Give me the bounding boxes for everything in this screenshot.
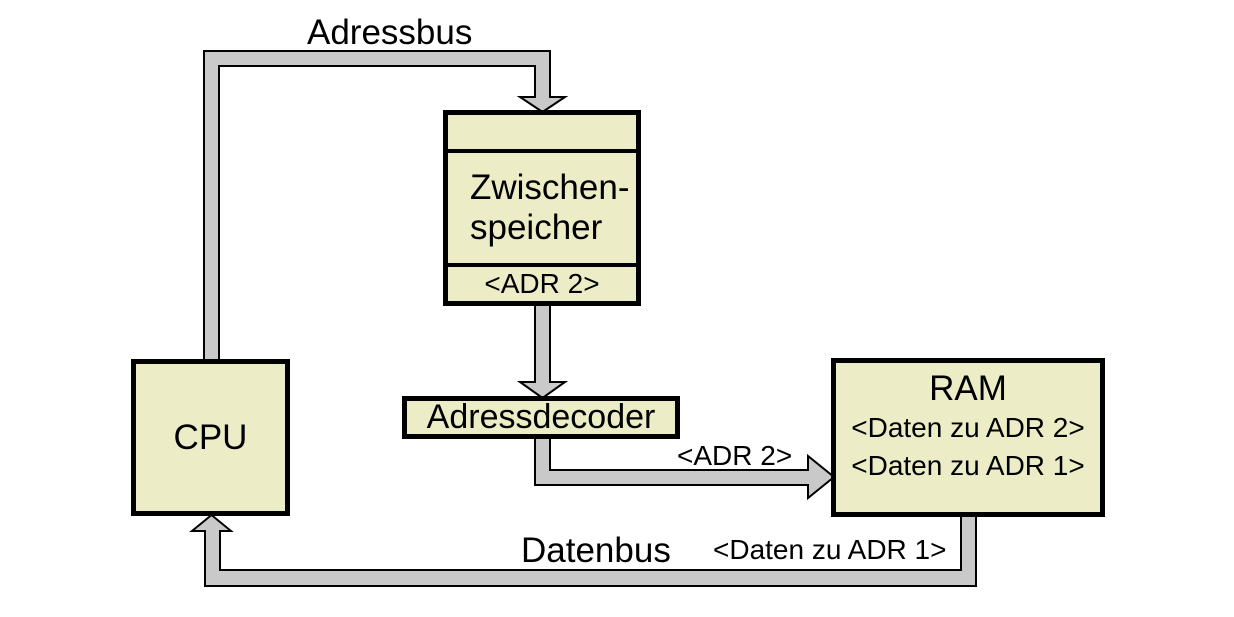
ram-data-row-1: <Daten zu ADR 2> (851, 412, 1085, 443)
adressbus-arrow (203, 50, 569, 362)
datenbus-arrow (189, 513, 977, 587)
datenbus-label: Datenbus (521, 531, 671, 570)
cpu-box: CPU (131, 359, 290, 516)
buffer-label-section: Zwischen- speicher (448, 149, 636, 267)
buffer-label-line2: speicher (470, 208, 603, 247)
buffer-label-line1: Zwischen- (470, 168, 630, 207)
decoder-label: Adressdecoder (426, 398, 656, 436)
decoder-to-ram-arrow (534, 436, 836, 501)
buffer-to-decoder-arrow (516, 303, 569, 400)
decoder-box: Adressdecoder (402, 396, 680, 439)
ram-data-row-2: <Daten zu ADR 1> (851, 450, 1085, 481)
buffer-box: Zwischen- speicher <ADR 2> (443, 110, 641, 306)
ram-box: RAM <Daten zu ADR 2> <Daten zu ADR 1> (831, 358, 1105, 517)
cpu-label: CPU (173, 417, 248, 457)
buffer-address-value: <ADR 2> (484, 268, 600, 299)
buffer-address-slot: <ADR 2> (448, 267, 636, 301)
buffer-empty-slot (448, 115, 636, 149)
ram-label: RAM (929, 369, 1007, 408)
adr2-bus-label: <ADR 2> (677, 440, 793, 471)
daten-zu-adr1-bus-label: <Daten zu ADR 1> (713, 534, 947, 565)
adressbus-label: Adressbus (307, 13, 473, 52)
